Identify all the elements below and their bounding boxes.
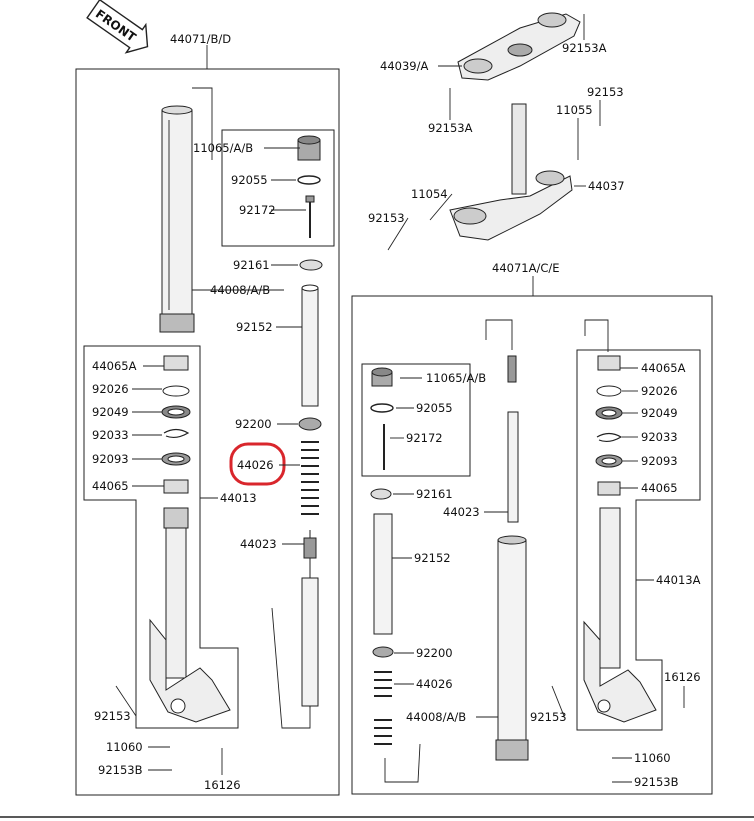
label-11060-left: 11060 (106, 740, 143, 754)
left-center-parts (298, 259, 323, 708)
label-11055: 11055 (556, 103, 593, 117)
label-92153-stem: 92153 (368, 211, 405, 225)
label-92153-left: 92153 (94, 709, 131, 723)
left-fork-group-box (75, 68, 340, 796)
part-labels: 44071/B/D 11065/A/B 92055 92172 92161 44… (92, 32, 701, 792)
label-44065-left: 44065 (92, 479, 129, 493)
left-outer-tube (159, 105, 195, 333)
label-92049-left: 92049 (92, 405, 129, 419)
label-92093-left: 92093 (92, 452, 129, 466)
highlight-44026 (229, 442, 286, 486)
label-92153a-mid: 92153A (428, 121, 473, 135)
label-92055-right: 92055 (416, 401, 453, 415)
label-92172-right: 92172 (406, 431, 443, 445)
left-seal-stack (161, 355, 191, 494)
left-damper-cap (297, 135, 321, 238)
label-92055-left: 92055 (231, 173, 268, 187)
label-92093-right: 92093 (641, 454, 678, 468)
label-92153b-right: 92153B (634, 775, 679, 789)
label-92153b-left: 92153B (98, 763, 143, 777)
label-44008-a-b-right: 44008/A/B (406, 710, 466, 724)
front-arrow-logo: FRONT (86, 0, 149, 54)
label-44026-left: 44026 (237, 458, 274, 472)
label-92152-right: 92152 (414, 551, 451, 565)
lower-triple-clamp (449, 103, 573, 241)
label-92026-right: 92026 (641, 384, 678, 398)
upper-triple-clamp (457, 12, 581, 81)
label-44065a-left: 44065A (92, 359, 137, 373)
label-44026-right: 44026 (416, 677, 453, 691)
label-44008-a-b-left: 44008/A/B (210, 283, 270, 297)
label-92026-left: 92026 (92, 382, 129, 396)
label-44065a-right: 44065A (641, 361, 686, 375)
label-44071a-c-e: 44071A/C/E (492, 261, 560, 275)
right-fork-group-box (351, 295, 713, 795)
label-92200-left: 92200 (235, 417, 272, 431)
right-seal-stack (583, 319, 657, 723)
label-44023-right: 44023 (443, 505, 480, 519)
label-11054: 11054 (411, 187, 448, 201)
right-damper-kit-box (361, 363, 471, 477)
label-16126-right: 16126 (664, 670, 701, 684)
right-damper-parts (370, 367, 394, 745)
label-44013a: 44013A (656, 573, 701, 587)
label-44071-b-d: 44071/B/D (170, 32, 231, 46)
label-44037: 44037 (588, 179, 625, 193)
label-92161-left: 92161 (233, 258, 270, 272)
left-slider-parts-box (83, 345, 239, 729)
right-center-tubes (485, 319, 529, 761)
label-92153a-top: 92153A (562, 41, 607, 55)
label-44039-a: 44039/A (380, 59, 428, 73)
label-11065-a-b-left: 11065/A/B (193, 141, 253, 155)
left-damper-kit-box (221, 129, 335, 247)
label-92172-left: 92172 (239, 203, 276, 217)
label-11065-a-b-right: 11065/A/B (426, 371, 486, 385)
label-16126-left: 16126 (204, 778, 241, 792)
label-92161-right: 92161 (416, 487, 453, 501)
label-92153-right: 92153 (530, 710, 567, 724)
label-11060-right: 11060 (634, 751, 671, 765)
label-92152-left: 92152 (236, 320, 273, 334)
label-92049-right: 92049 (641, 406, 678, 420)
label-92033-right: 92033 (641, 430, 678, 444)
left-inner-tube (149, 507, 231, 723)
label-44065-right: 44065 (641, 481, 678, 495)
label-44013: 44013 (220, 491, 257, 505)
label-92200-right: 92200 (416, 646, 453, 660)
label-92153-top: 92153 (587, 85, 624, 99)
label-92033-left: 92033 (92, 428, 129, 442)
label-44023-left: 44023 (240, 537, 277, 551)
right-slider-parts-box (576, 349, 701, 731)
